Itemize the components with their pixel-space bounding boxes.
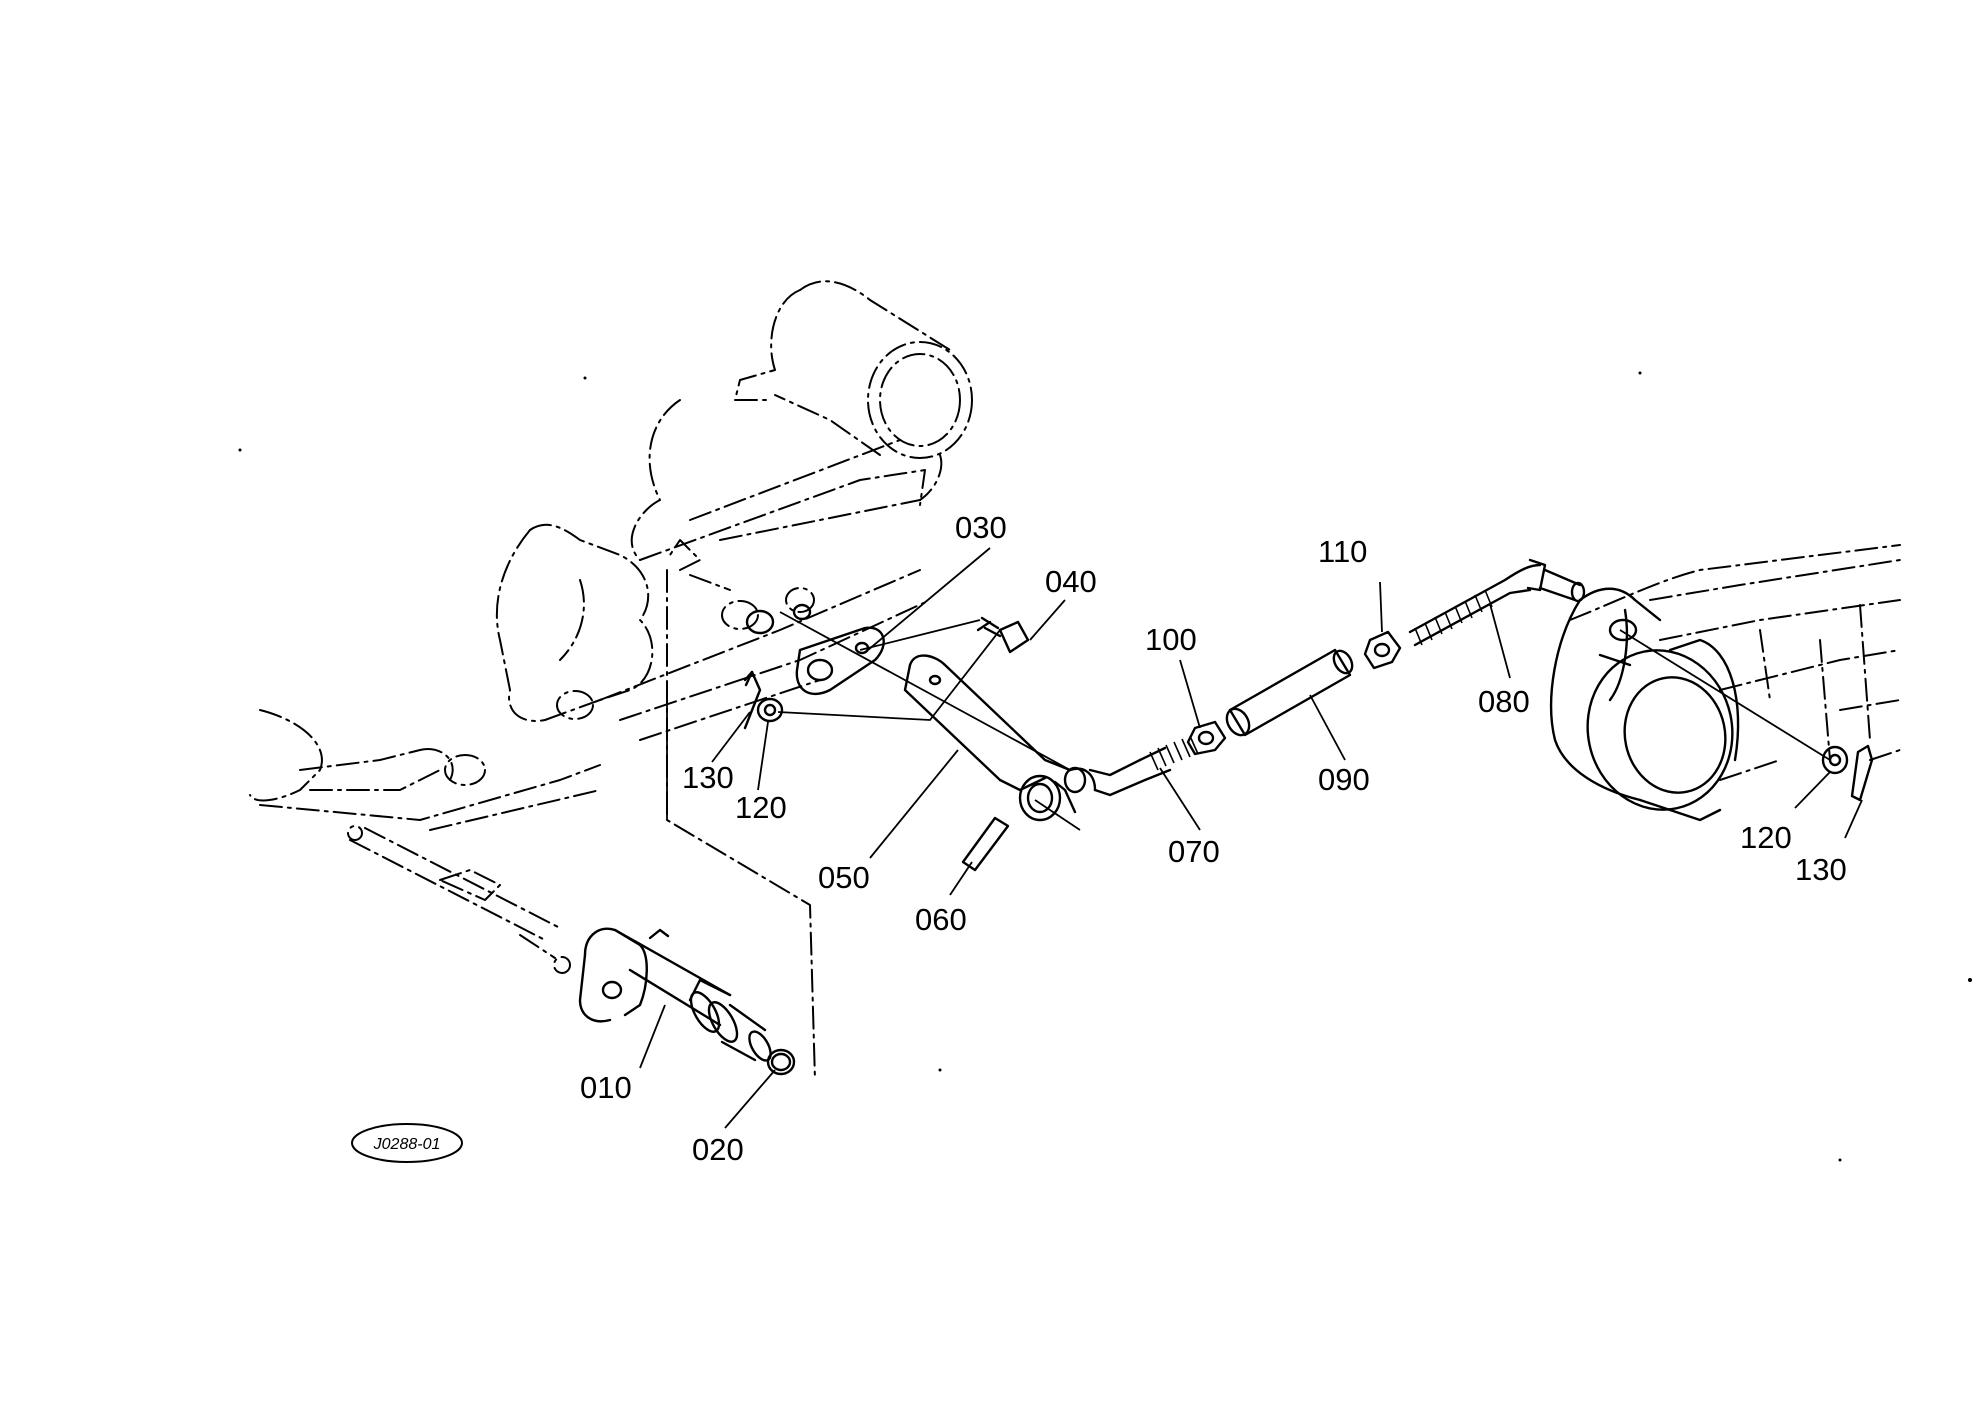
leader-lines [639,547,1863,1129]
shaft-010 [578,927,772,1062]
callout-030: 030 [955,510,1007,545]
threaded-rod-070 [1063,735,1199,797]
bolt-040 [976,616,1030,654]
callout-070: 070 [1168,834,1220,869]
washer-120-left [756,697,784,723]
phantom-right-housing [1569,544,1901,781]
right-bell-crank-housing [1550,587,1740,822]
callout-020: 020 [692,1132,744,1167]
callout-120-left: 120 [735,790,787,825]
threaded-rod-080 [1408,558,1586,647]
cotter-pin-130-right [1850,744,1874,802]
lever-arm-050 [903,654,1077,822]
plate-030 [745,603,885,696]
callout-labels: 010 020 030 040 050 060 070 080 090 100 … [580,510,1847,1167]
nut-100 [1186,720,1227,756]
ring-020 [766,1048,796,1076]
cotter-pin-130-left [743,670,762,730]
pin-060 [961,816,1010,872]
callout-110: 110 [1318,534,1367,569]
callout-040: 040 [1045,564,1097,599]
scan-specks [238,371,1972,1162]
nut-110 [1363,630,1402,670]
callout-130-right: 130 [1795,852,1847,887]
callout-090: 090 [1318,762,1370,797]
callout-060: 060 [915,902,967,937]
callout-100: 100 [1145,622,1197,657]
turnbuckle-090 [1225,648,1354,737]
alignment-lines [666,611,1831,831]
callout-010: 010 [580,1070,632,1105]
reference-code: J0288-01 [373,1136,441,1153]
washer-120-right [1821,745,1849,775]
phantom-frame-housing [249,280,973,1081]
callout-050: 050 [818,860,870,895]
callout-130-left: 130 [682,760,734,795]
callout-120-right: 120 [1740,820,1792,855]
reference-code-badge: J0288-01 [351,1123,463,1163]
callout-080: 080 [1478,684,1530,719]
